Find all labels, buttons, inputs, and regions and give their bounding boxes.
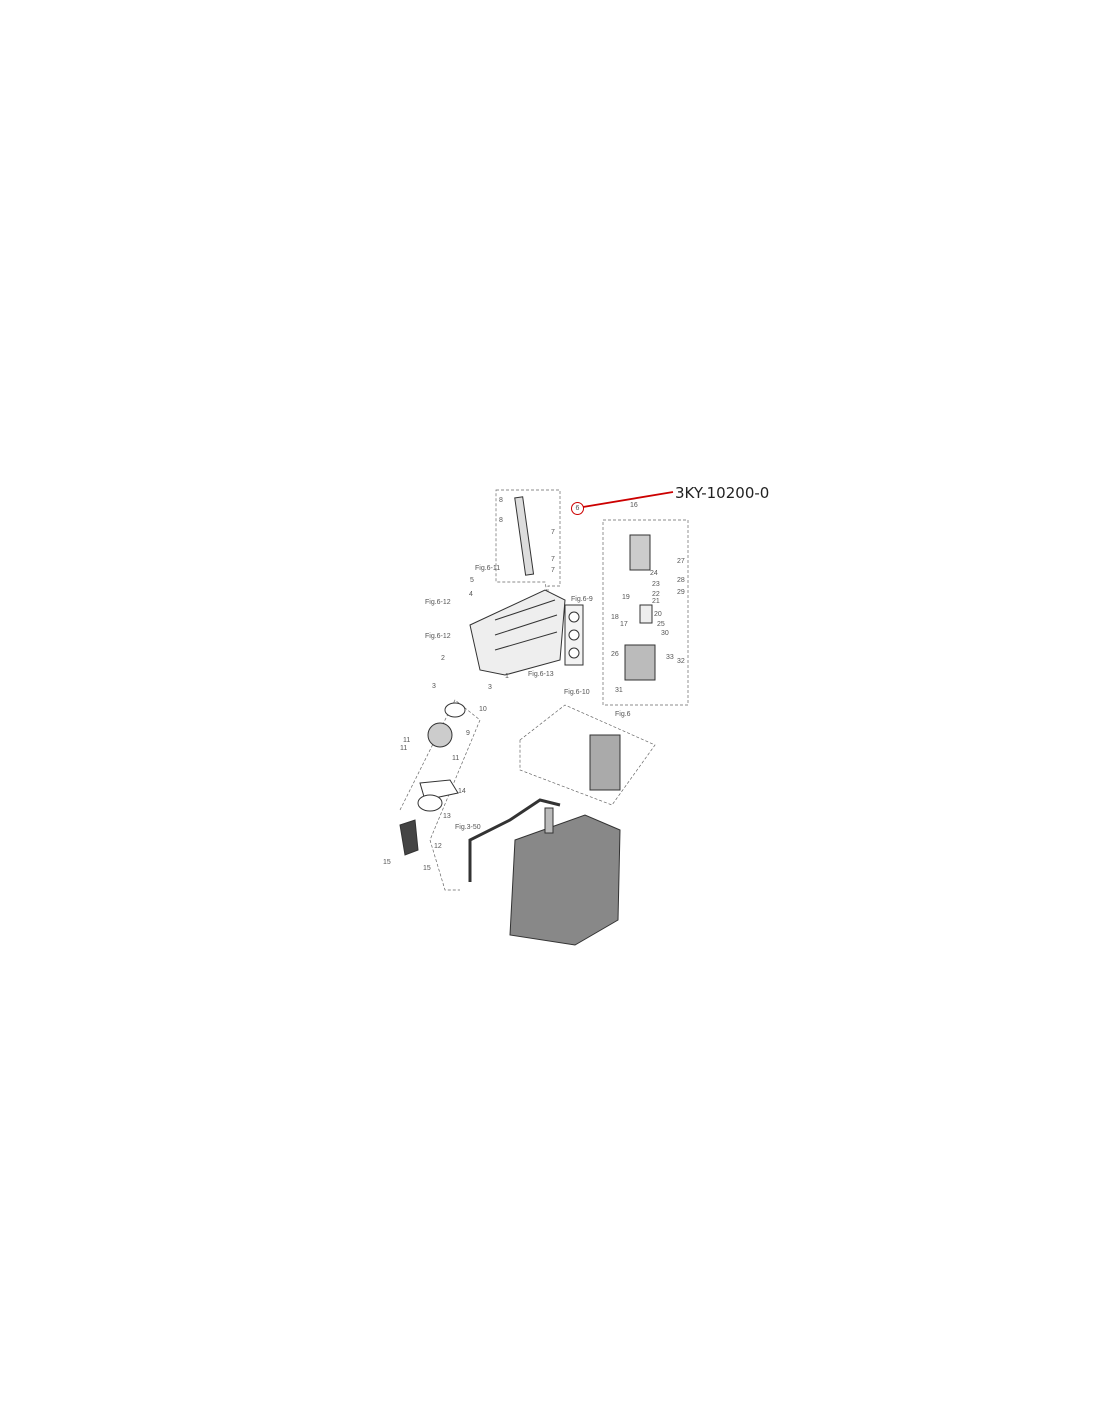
callout: 2 <box>441 655 445 662</box>
part-number-label: 3KY-10200-0 <box>675 484 770 502</box>
vapor-separator <box>624 644 656 681</box>
fuel-pump-group-outline <box>602 519 689 706</box>
callout: 32 <box>677 658 685 665</box>
figure-ref[interactable]: Fig.6-12 <box>425 599 451 606</box>
callout: 7 <box>551 556 555 563</box>
vapor-separator-outline <box>519 704 656 806</box>
callout: 23 <box>652 581 660 588</box>
callout: 22 <box>652 591 660 598</box>
callout: 1 <box>505 673 509 680</box>
callout: 16 <box>630 502 638 509</box>
figure-ref[interactable]: Fig.6-11 <box>475 565 501 572</box>
hose-fig3-50 <box>468 798 561 882</box>
callout: 4 <box>469 591 473 598</box>
callout: 14 <box>458 788 466 795</box>
callout: 3 <box>488 684 492 691</box>
callout: 18 <box>611 614 619 621</box>
callout: 8 <box>499 497 503 504</box>
callout: 29 <box>677 589 685 596</box>
callout: 27 <box>677 558 685 565</box>
fuel-rail <box>514 496 535 576</box>
callout: 9 <box>466 730 470 737</box>
silencer-12 <box>399 819 419 856</box>
fuel-filter <box>639 604 653 624</box>
intake-outline <box>399 699 481 891</box>
highlighted-ref-circle[interactable]: 6 <box>571 502 584 515</box>
callout: 7 <box>551 529 555 536</box>
manifold-runners <box>494 599 558 651</box>
callout: 11 <box>403 737 411 744</box>
figure-ref[interactable]: Fig.6-13 <box>528 671 554 678</box>
figure-ref[interactable]: Fig.6-10 <box>564 689 590 696</box>
callout: 30 <box>661 630 669 637</box>
gasket-10 <box>444 702 466 718</box>
callout: 19 <box>622 594 630 601</box>
callout: 24 <box>650 570 658 577</box>
figure-ref[interactable]: Fig.3-50 <box>455 824 481 831</box>
parts <box>399 496 656 946</box>
callout: 31 <box>615 687 623 694</box>
callout: 21 <box>652 598 660 605</box>
callout: 28 <box>677 577 685 584</box>
callout: 7 <box>551 567 555 574</box>
callout: 11 <box>452 755 460 762</box>
callout: 12 <box>434 843 442 850</box>
high-pressure-pump <box>589 734 621 791</box>
callout: 33 <box>666 654 674 661</box>
figure-ref[interactable]: Fig.6-12 <box>425 633 451 640</box>
callout: 5 <box>470 577 474 584</box>
callout: 17 <box>620 621 628 628</box>
callout: 8 <box>499 517 503 524</box>
callout: 13 <box>443 813 451 820</box>
callout: 3 <box>432 683 436 690</box>
engine-block <box>509 814 621 946</box>
figure-ref[interactable]: Fig.6-9 <box>571 596 593 603</box>
throttle-body <box>427 722 453 748</box>
callout: 15 <box>423 865 431 872</box>
fuel-pump-body <box>629 534 651 571</box>
callout: 25 <box>657 621 665 628</box>
callout: 26 <box>611 651 619 658</box>
callout: 20 <box>654 611 662 618</box>
intake-manifold <box>469 589 566 676</box>
ring-13 <box>417 794 443 812</box>
callout: 10 <box>479 706 487 713</box>
part-number-leader-line <box>582 491 674 508</box>
figure-ref[interactable]: Fig.6 <box>615 711 631 718</box>
callout: 15 <box>383 859 391 866</box>
callout: 11 <box>400 745 408 752</box>
